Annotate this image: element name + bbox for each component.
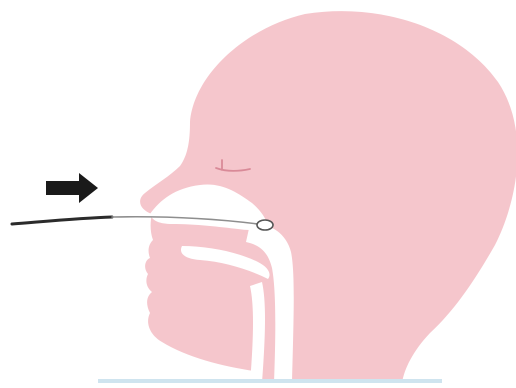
bottom-strip bbox=[98, 379, 442, 383]
right-arrow-icon bbox=[46, 173, 98, 203]
swab-stick bbox=[12, 217, 112, 224]
swab-tip bbox=[257, 220, 273, 230]
